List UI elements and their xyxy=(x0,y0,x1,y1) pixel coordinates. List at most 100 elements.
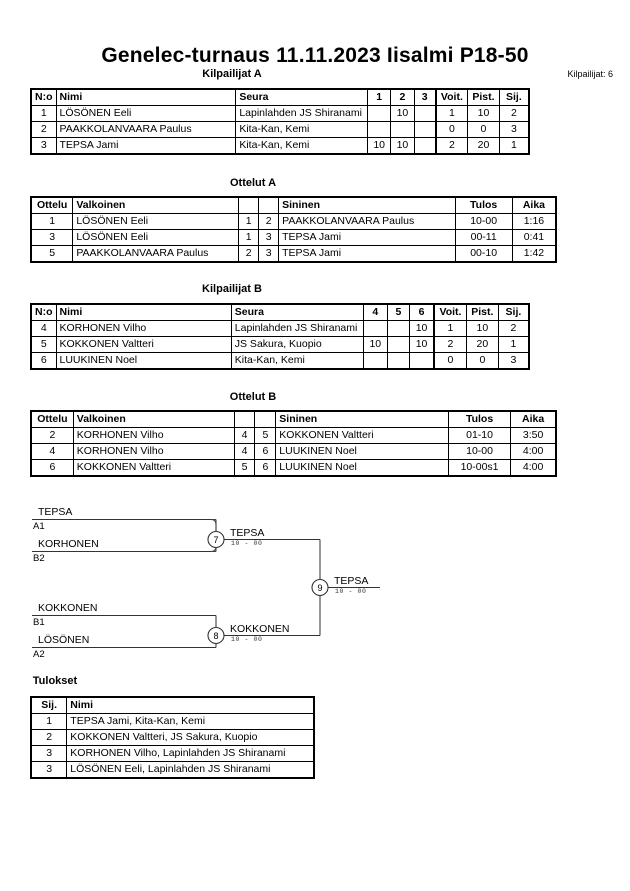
caption-matches-b: Ottelut B xyxy=(229,391,277,403)
cell-no: 2 xyxy=(30,121,57,138)
cell-blue: TEPSA Jami xyxy=(278,229,456,246)
bracket-entrant-name: LÖSÖNEN xyxy=(38,634,89,646)
header-blue-no xyxy=(254,410,277,428)
header-result: Tulos xyxy=(454,196,513,214)
cell-score-2: 10 xyxy=(390,137,415,155)
header-time: Aika xyxy=(510,410,557,428)
bracket-match-number: 9 xyxy=(317,583,322,593)
header-time: Aika xyxy=(511,196,557,214)
cell-club: Kita-Kan, Kemi xyxy=(235,121,369,138)
playoff-bracket: TEPSA A1 KORHONEN B2 KOKKONEN B1 LÖSÖNEN… xyxy=(20,495,420,675)
cell-score-6 xyxy=(409,352,435,370)
cell-no: 5 xyxy=(30,336,57,353)
cell-score-4 xyxy=(362,320,388,337)
caption-results: Tulokset xyxy=(32,675,78,687)
bracket-sf2-score: 10 - 00 xyxy=(231,636,263,643)
cell-blue: KOKKONEN Valtteri xyxy=(275,427,449,444)
table-row: 3 LÖSÖNEN Eeli 1 3 TEPSA Jami 00-11 0:41 xyxy=(30,229,557,246)
header-no: N:o xyxy=(30,88,57,106)
cell-rank: 2 xyxy=(30,729,68,746)
cell-blue: LUUKINEN Noel xyxy=(275,443,449,460)
table-row: 5 KOKKONEN Valtteri JS Sakura, Kuopio 10… xyxy=(30,336,530,353)
cell-white-no: 4 xyxy=(233,427,256,444)
bracket-sf2-winner: KOKKONEN xyxy=(230,623,290,635)
bracket-sf1-score: 10 - 00 xyxy=(231,540,263,547)
header-rank: Sij. xyxy=(498,88,530,106)
cell-white-no: 4 xyxy=(233,443,256,460)
cell-result: 00-10 xyxy=(454,245,513,263)
cell-blue: LUUKINEN Noel xyxy=(275,459,449,477)
cell-white: LÖSÖNEN Eeli xyxy=(72,213,240,230)
cell-match: 5 xyxy=(30,245,74,263)
competitor-count: Kilpailijat: 6 xyxy=(567,69,613,79)
page-title: Genelec-turnaus 11.11.2023 Iisalmi P18-5… xyxy=(101,44,529,67)
header-rank: Sij. xyxy=(30,696,68,714)
cell-result: 10-00 xyxy=(447,443,512,460)
cell-club: Kita-Kan, Kemi xyxy=(230,352,364,370)
cell-score-3 xyxy=(413,137,437,155)
bracket-match-node-9 xyxy=(311,578,329,597)
cell-white-no: 5 xyxy=(233,459,256,477)
cell-club: Lapinlahden JS Shiranami xyxy=(235,105,369,122)
results-table: Sij. Nimi 1 TEPSA Jami, Kita-Kan, Kemi 2… xyxy=(30,696,315,779)
table-row: 6 KOKKONEN Valtteri 5 6 LUUKINEN Noel 10… xyxy=(30,459,557,477)
cell-name: KORHONEN Vilho xyxy=(55,320,232,337)
matches-table-a: Ottelu Valkoinen Sininen Tulos Aika 1 LÖ… xyxy=(30,196,557,263)
table-header-row: N:o Nimi Seura 4 5 6 Voit. Pist. Sij. xyxy=(30,303,530,321)
cell-blue: PAAKKOLANVAARA Paulus xyxy=(278,213,456,230)
cell-no: 3 xyxy=(30,137,57,155)
cell-time: 3:50 xyxy=(510,427,557,444)
cell-white-no: 2 xyxy=(238,245,260,263)
cell-no: 1 xyxy=(30,105,57,122)
cell-wins: 1 xyxy=(433,320,467,337)
cell-blue: TEPSA Jami xyxy=(278,245,456,263)
header-match-1: 1 xyxy=(367,88,392,106)
header-no: N:o xyxy=(30,303,57,321)
table-header-row: N:o Nimi Seura 1 2 3 Voit. Pist. Sij. xyxy=(30,88,530,106)
cell-name: KORHONEN Vilho, Lapinlahden JS Shiranami xyxy=(66,745,315,762)
header-match-4: 4 xyxy=(362,303,388,321)
cell-name: LÖSÖNEN Eeli xyxy=(55,105,237,122)
table-row: 4 KORHONEN Vilho Lapinlahden JS Shiranam… xyxy=(30,320,530,337)
bracket-entrant-name: KOKKONEN xyxy=(38,602,98,614)
header-white: Valkoinen xyxy=(72,410,235,428)
cell-white: KOKKONEN Valtteri xyxy=(72,459,235,477)
cell-name: KOKKONEN Valtteri, JS Sakura, Kuopio xyxy=(66,729,315,746)
header-club: Seura xyxy=(235,88,369,106)
cell-points: 20 xyxy=(465,336,499,353)
cell-white-no: 1 xyxy=(238,229,260,246)
cell-result: 10-00s1 xyxy=(447,459,512,477)
header-match-3: 3 xyxy=(413,88,437,106)
table-header-row: Ottelu Valkoinen Sininen Tulos Aika xyxy=(30,410,557,428)
table-row: 2 KORHONEN Vilho 4 5 KOKKONEN Valtteri 0… xyxy=(30,427,557,444)
cell-time: 4:00 xyxy=(510,443,557,460)
cell-score-5 xyxy=(386,320,411,337)
table-row: 5 PAAKKOLANVAARA Paulus 2 3 TEPSA Jami 0… xyxy=(30,245,557,263)
header-match-6: 6 xyxy=(409,303,435,321)
bracket-entrant-seed: B1 xyxy=(33,617,45,628)
cell-white: LÖSÖNEN Eeli xyxy=(72,229,240,246)
cell-white: KORHONEN Vilho xyxy=(72,443,235,460)
cell-rank: 3 xyxy=(30,745,68,762)
table-row: 4 KORHONEN Vilho 4 6 LUUKINEN Noel 10-00… xyxy=(30,443,557,460)
cell-score-6: 10 xyxy=(409,320,435,337)
cell-match: 6 xyxy=(30,459,74,477)
cell-blue-no: 6 xyxy=(254,459,277,477)
cell-time: 1:42 xyxy=(511,245,557,263)
bracket-final-score: 10 - 00 xyxy=(335,588,367,595)
header-club: Seura xyxy=(230,303,364,321)
header-blue: Sininen xyxy=(278,196,456,214)
cell-score-5 xyxy=(386,336,411,353)
bracket-match-number: 8 xyxy=(213,631,218,641)
cell-no: 4 xyxy=(30,320,57,337)
table-row: 3 KORHONEN Vilho, Lapinlahden JS Shirana… xyxy=(30,745,315,762)
cell-score-6: 10 xyxy=(409,336,435,353)
cell-white: KORHONEN Vilho xyxy=(72,427,235,444)
cell-name: TEPSA Jami xyxy=(55,137,237,155)
table-row: 1 TEPSA Jami, Kita-Kan, Kemi xyxy=(30,713,315,730)
bracket-match-node-7 xyxy=(207,530,225,549)
cell-result: 00-11 xyxy=(454,229,513,246)
bracket-champion: TEPSA xyxy=(334,575,368,587)
table-row: 3 LÖSÖNEN Eeli, Lapinlahden JS Shiranami xyxy=(30,761,315,779)
bracket-entrant-seed: A1 xyxy=(33,521,45,532)
